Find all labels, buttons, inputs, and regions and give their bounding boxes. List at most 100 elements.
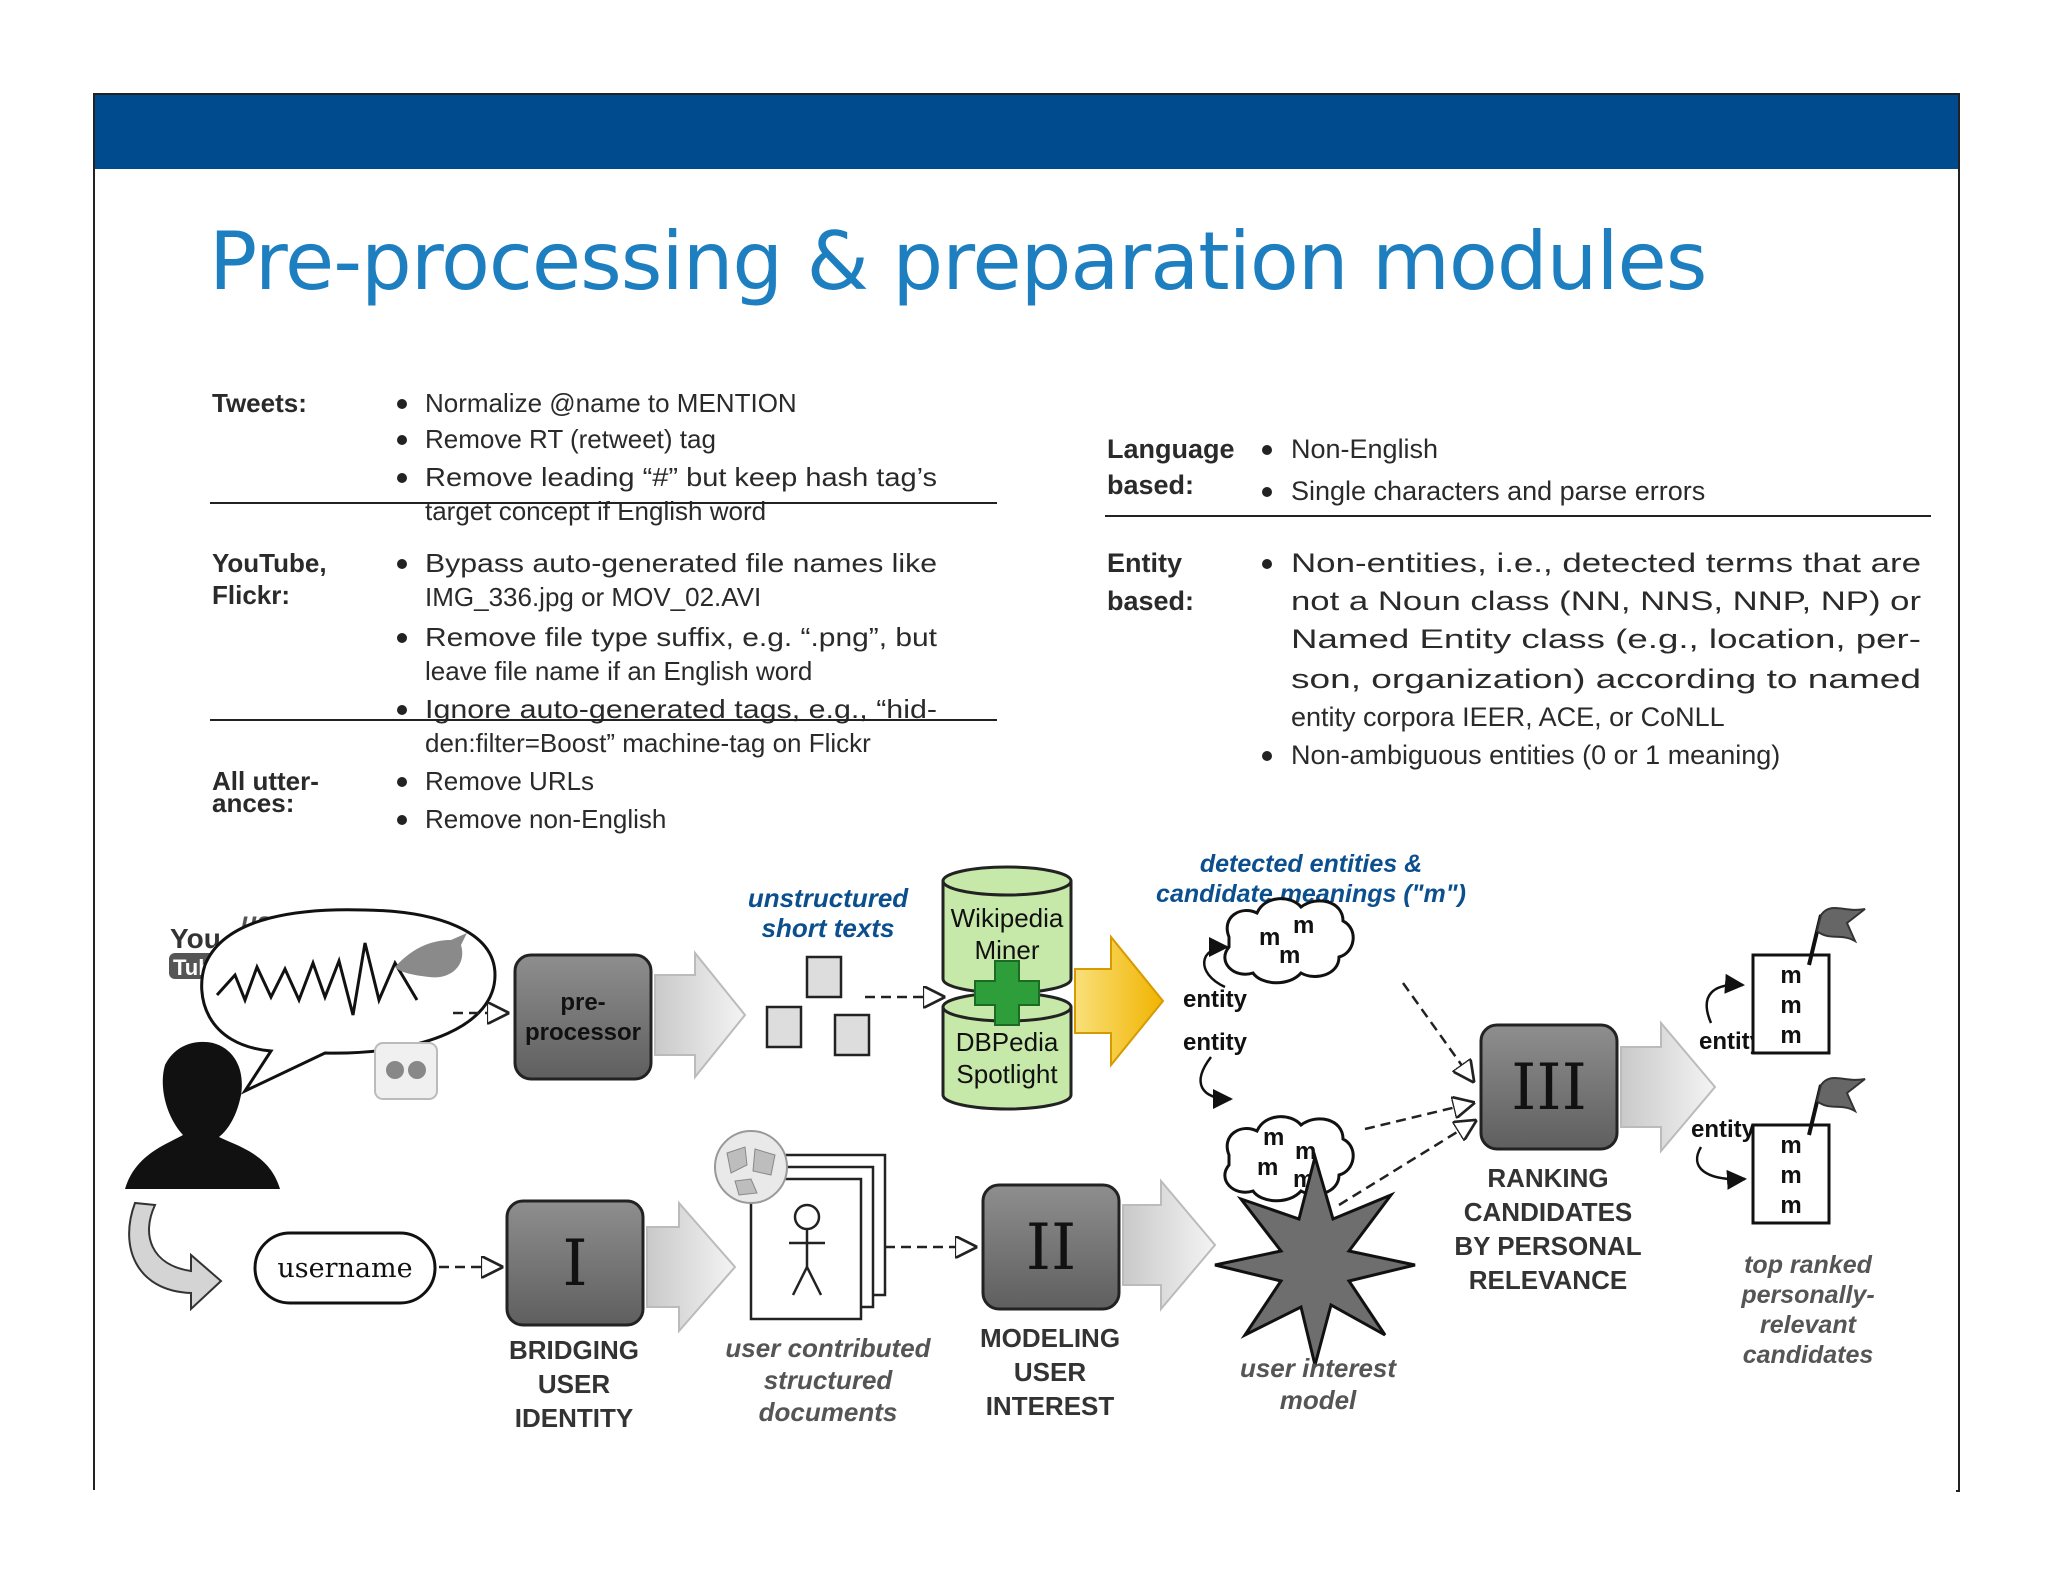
bullet-icon xyxy=(397,705,407,715)
table-label: based: xyxy=(1107,586,1194,616)
bullet-icon xyxy=(397,777,407,787)
table-item: target concept if English word xyxy=(425,496,766,526)
interest-model-2: model xyxy=(1280,1385,1357,1415)
bullet-icon xyxy=(397,435,407,445)
table-label: based: xyxy=(1107,470,1194,500)
svg-text:pre-: pre- xyxy=(560,989,605,1016)
entity-label-1: entity xyxy=(1183,986,1248,1013)
header-bar xyxy=(95,95,1958,169)
slide: Pre-processing & preparation modules Twe… xyxy=(93,93,1960,1492)
user-docs-2: structured xyxy=(764,1365,894,1395)
candidate-list-2: m m m xyxy=(1751,1123,1831,1225)
user-docs-1: user contributed xyxy=(725,1333,931,1363)
preprocessor-module: pre- processor xyxy=(513,953,653,1081)
arrow-model-ranking xyxy=(1338,1121,1475,1207)
curved-arrow-icon xyxy=(128,1201,223,1312)
bullet-icon xyxy=(1262,751,1272,761)
svg-text:m: m xyxy=(1263,1124,1284,1151)
bridging-caption-2: USER xyxy=(538,1369,610,1399)
document-icons xyxy=(765,955,871,1057)
candidate-list-1: m m m xyxy=(1751,953,1831,1055)
table-item: leave file name if an English word xyxy=(425,656,812,686)
arrow-preprocessor-texts xyxy=(654,950,747,1080)
svg-text:II: II xyxy=(1026,1211,1077,1285)
table-item: not a Noun class (NN, NNS, NNP, NP) or xyxy=(1291,586,1921,616)
entity-arrow-1 xyxy=(1203,937,1229,989)
ranking-module: III xyxy=(1479,1023,1619,1151)
arrow-ranking-output xyxy=(1620,1020,1717,1154)
modeling-module: II xyxy=(981,1183,1121,1311)
table-item: Named Entity class (e.g., location, per- xyxy=(1291,624,1921,654)
svg-text:You: You xyxy=(170,923,221,954)
entity-label-2: entity xyxy=(1183,1029,1248,1056)
bridging-caption-1: BRIDGING xyxy=(509,1335,639,1365)
table-item: Non-ambiguous entities (0 or 1 meaning) xyxy=(1291,740,1780,770)
table-item: Remove RT (retweet) tag xyxy=(425,424,716,454)
detected-label: detected entities & xyxy=(1200,850,1422,878)
interest-model-1: user interest xyxy=(1240,1353,1397,1383)
table-item: Remove URLs xyxy=(425,766,594,796)
bullet-icon xyxy=(397,815,407,825)
table-item: Normalize @name to MENTION xyxy=(425,388,797,418)
table-label: Tweets: xyxy=(212,388,307,418)
table-item: Bypass auto-generated file names like xyxy=(425,548,937,578)
modeling-caption-2: USER xyxy=(1014,1357,1086,1387)
svg-text:username: username xyxy=(277,1253,412,1284)
unstructured-label-2: short texts xyxy=(762,913,895,943)
flag-icon xyxy=(1807,907,1866,966)
table-item: Non-English xyxy=(1291,434,1438,464)
table-label: Entity xyxy=(1107,548,1182,578)
document-stack xyxy=(749,1153,887,1321)
svg-text:III: III xyxy=(1511,1051,1587,1125)
svg-text:m: m xyxy=(1780,1022,1801,1049)
svg-text:m: m xyxy=(1257,1154,1278,1181)
svg-text:m: m xyxy=(1780,992,1801,1019)
ranking-caption-1: RANKING xyxy=(1487,1163,1608,1193)
top-ranked-1: top ranked xyxy=(1744,1251,1873,1279)
bullet-icon xyxy=(1262,559,1272,569)
footer-strip xyxy=(93,1490,1956,1582)
user-silhouette-icon xyxy=(125,1041,280,1189)
modeling-caption-3: INTEREST xyxy=(986,1391,1115,1421)
modeling-caption-1: MODELING xyxy=(980,1323,1120,1353)
slide-figure: Tweets: Normalize @name to MENTION Remove … xyxy=(125,388,1931,1433)
svg-text:m: m xyxy=(1259,924,1280,951)
bullet-icon xyxy=(397,399,407,409)
table-label: All utter- xyxy=(212,766,319,796)
star-icon xyxy=(1214,1151,1416,1366)
entity-arrow-3 xyxy=(1705,973,1745,1024)
svg-text:m: m xyxy=(1780,1162,1801,1189)
table-label: ances: xyxy=(212,788,294,818)
page-title: Pre-processing & preparation modules xyxy=(209,215,1707,308)
arrow-db-entities xyxy=(1074,934,1165,1068)
arrow-bridging-docs xyxy=(646,1200,737,1334)
svg-text:m: m xyxy=(1293,912,1314,939)
table-item: son, organization) according to named xyxy=(1291,664,1921,694)
entity-cloud-2: m m m m xyxy=(1223,1115,1355,1203)
top-ranked-4: candidates xyxy=(1743,1341,1874,1369)
table-label: Language xyxy=(1107,434,1235,464)
table-item: IMG_336.jpg or MOV_02.AVI xyxy=(425,582,761,612)
svg-text:Spotlight: Spotlight xyxy=(956,1059,1058,1089)
entity-cloud-1: m m m xyxy=(1223,897,1355,985)
bullet-icon xyxy=(397,559,407,569)
ranking-caption-3: BY PERSONAL xyxy=(1454,1231,1641,1261)
table-item: Remove leading “#” but keep hash tag’s xyxy=(425,462,937,492)
bridging-caption-3: IDENTITY xyxy=(515,1403,633,1433)
table-item: entity corpora IEER, ACE, or CoNLL xyxy=(1291,702,1725,732)
plus-icon xyxy=(974,960,1040,1026)
arrow-modeling-model xyxy=(1122,1178,1217,1312)
svg-text:m: m xyxy=(1780,962,1801,989)
table-item: Remove non-English xyxy=(425,804,666,834)
flickr-icon xyxy=(374,1042,438,1100)
table-item: Single characters and parse errors xyxy=(1291,476,1705,506)
username-box: username xyxy=(253,1231,437,1305)
table-item: Remove file type suffix, e.g. “.png”, bu… xyxy=(425,622,938,652)
top-ranked-2: personally- xyxy=(1740,1281,1874,1309)
bridging-module: I xyxy=(505,1199,645,1327)
bullet-icon xyxy=(397,633,407,643)
table-item: den:filter=Boost” machine-tag on Flickr xyxy=(425,728,871,758)
svg-text:m: m xyxy=(1780,1192,1801,1219)
svg-text:m: m xyxy=(1279,942,1300,969)
bullet-icon xyxy=(1262,445,1272,455)
